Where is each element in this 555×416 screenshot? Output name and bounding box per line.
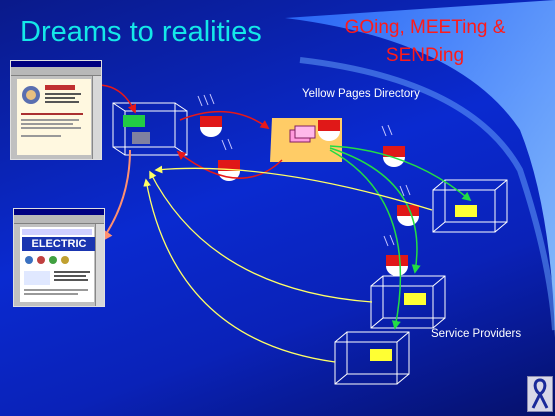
arrow-green-to-provider-2 <box>329 147 421 274</box>
service-provider-box <box>432 179 508 233</box>
client-grey-card <box>132 132 150 144</box>
electric-banner: ELECTRIC <box>22 237 96 251</box>
directory-label: Yellow Pages Directory <box>302 88 420 100</box>
subtitle-line-2: SENDing <box>385 45 465 66</box>
motion-ticks <box>197 93 411 247</box>
ribbon-logo-icon <box>527 376 553 412</box>
arrow-yellow-return-3 <box>143 178 336 363</box>
arrow-yellow-return-2 <box>149 170 373 303</box>
background-swoosh <box>285 0 555 416</box>
agent-capsule-icon <box>200 116 222 137</box>
arrow-salmon-client-to-site <box>100 149 131 242</box>
server-card-icon <box>404 293 426 305</box>
subtitle-line-1: GOing, MEETing & <box>344 17 506 38</box>
providers-label: Service Providers <box>431 328 522 340</box>
agent-capsule-icon <box>383 146 405 167</box>
service-provider-box <box>334 331 410 385</box>
arrow-yellow-return-1 <box>154 165 433 211</box>
swoosh-highlight <box>299 57 555 331</box>
arrow-red-directory-to-client <box>176 150 283 179</box>
screenshot-toolbar <box>14 215 104 224</box>
ribbon-shape <box>531 378 549 409</box>
screenshot-scrollbar <box>92 76 101 159</box>
screenshot-titlebar <box>14 209 104 215</box>
slide-subtitle: GOing, MEETing & SENDing <box>310 14 540 70</box>
server-card-icon <box>455 205 477 217</box>
screenshot-page: ELECTRIC <box>20 227 96 302</box>
screenshot-content <box>22 229 92 295</box>
arrow-green-to-provider-1 <box>329 145 472 202</box>
screenshot-page <box>17 79 91 155</box>
client-node-box <box>112 102 188 156</box>
agent-capsule-icon <box>386 255 408 276</box>
screenshot-toolbar <box>11 67 101 76</box>
service-provider-box <box>370 275 446 329</box>
directory-pink-node <box>289 125 316 143</box>
arrow-red-client-to-directory <box>179 110 270 130</box>
server-card-icon <box>370 349 392 361</box>
agent-capsule-icon <box>318 120 340 141</box>
arrow-green-to-provider-3 <box>329 149 402 330</box>
screenshot-content <box>17 79 91 155</box>
slide-title: Dreams to realities <box>20 16 262 48</box>
screenshot-titlebar <box>11 61 101 67</box>
electric-site-screenshot: ELECTRIC <box>13 208 105 307</box>
screenshot-scrollbar <box>95 224 104 306</box>
client-green-card <box>123 115 145 127</box>
browser-screenshot <box>10 60 102 160</box>
